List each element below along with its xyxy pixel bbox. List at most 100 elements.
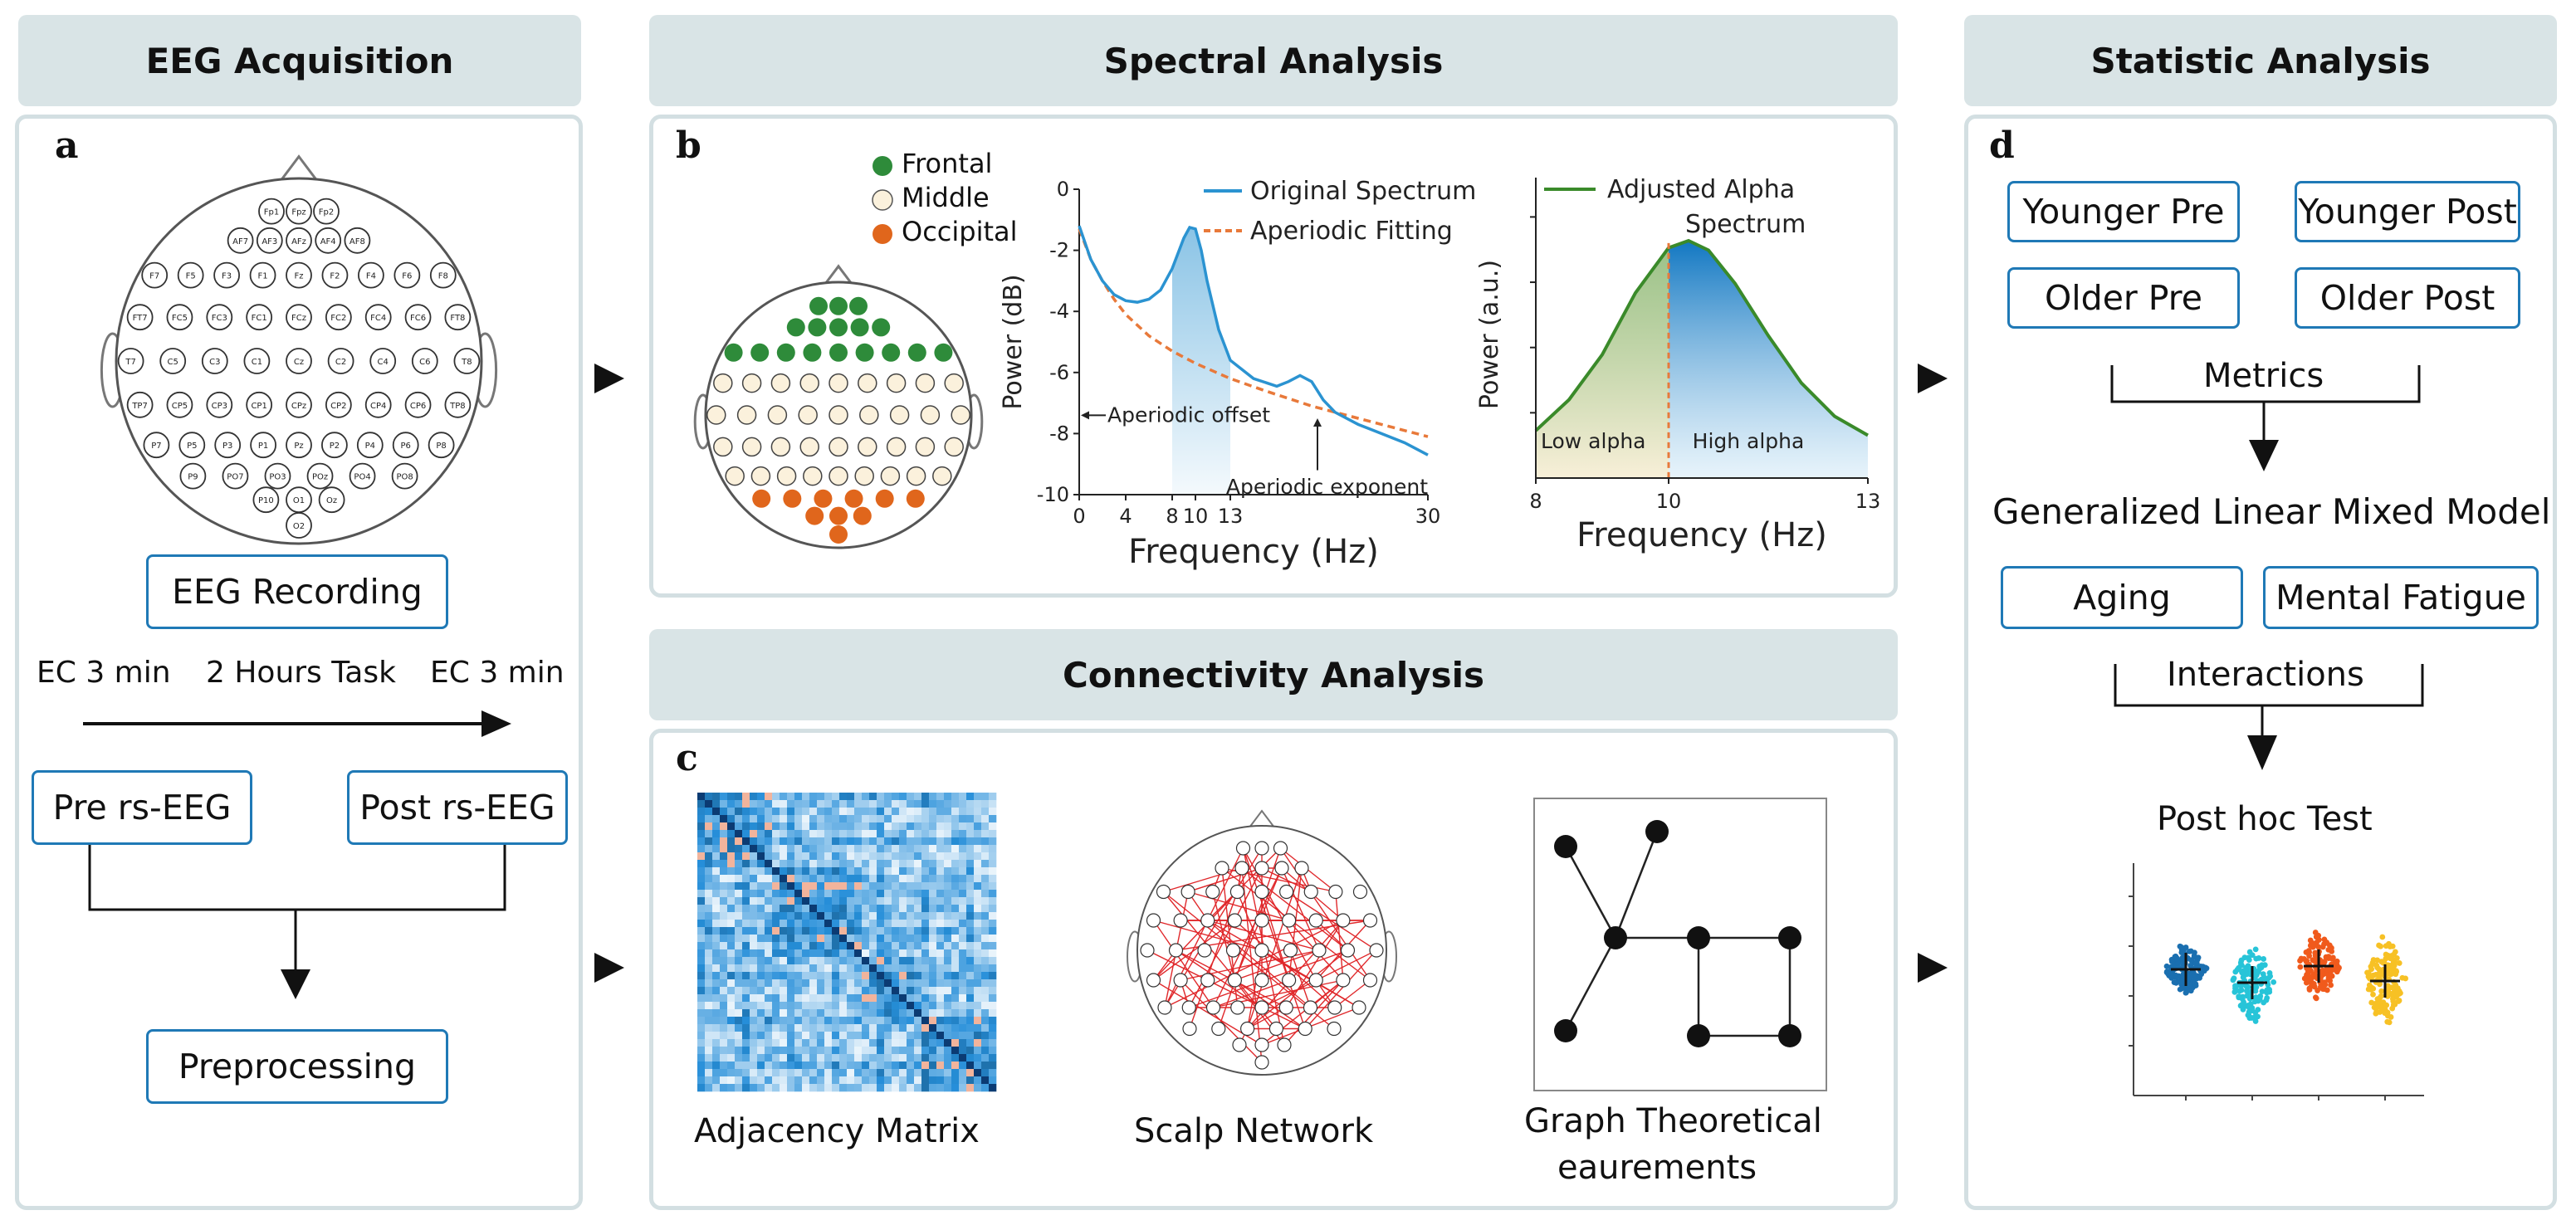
matrix-cell: [817, 852, 825, 861]
matrix-cell: [742, 793, 750, 801]
matrix-cell: [936, 949, 945, 958]
matrix-cell: [974, 1024, 982, 1032]
matrix-cell: [802, 882, 810, 891]
matrix-cell: [959, 912, 967, 920]
matrix-cell: [809, 793, 818, 801]
matrix-cell: [809, 1002, 818, 1010]
electrode-dot: [725, 466, 745, 486]
matrix-cell: [936, 1054, 945, 1062]
matrix-cell: [862, 994, 870, 1003]
matrix-cell: [697, 942, 706, 950]
matrix-cell: [765, 949, 773, 958]
matrix-cell: [832, 882, 840, 891]
matrix-cell: [989, 987, 997, 995]
swarm-point: [2183, 989, 2189, 996]
swarm-point: [2370, 991, 2376, 998]
network-edge: [1152, 920, 1215, 1008]
matrix-cell: [877, 890, 885, 898]
matrix-cell: [802, 890, 810, 898]
matrix-cell: [892, 987, 900, 995]
matrix-cell: [727, 860, 736, 868]
matrix-cell: [809, 830, 818, 838]
matrix-cell: [951, 987, 960, 995]
matrix-cell: [809, 942, 818, 950]
matrix-cell: [735, 1069, 743, 1077]
matrix-cell: [697, 882, 706, 891]
matrix-cell: [794, 897, 803, 905]
network-node: [1336, 913, 1351, 928]
matrix-cell: [936, 935, 945, 943]
matrix-cell: [727, 1002, 736, 1010]
matrix-cell: [742, 964, 750, 973]
matrix-cell: [832, 890, 840, 898]
matrix-cell: [757, 957, 765, 965]
matrix-cell: [735, 1039, 743, 1047]
matrix-cell: [869, 822, 877, 831]
matrix-cell: [854, 994, 863, 1003]
matrix-cell: [780, 830, 788, 838]
matrix-cell: [757, 935, 765, 943]
matrix-cell: [794, 1017, 803, 1025]
matrix-cell: [877, 800, 885, 808]
matrix-cell: [929, 1054, 937, 1062]
matrix-cell: [802, 935, 810, 943]
electrode-label: F1: [257, 272, 267, 281]
electrode-label: CP4: [370, 402, 386, 411]
matrix-cell: [929, 920, 937, 928]
matrix-cell: [705, 1062, 713, 1070]
matrix-cell: [951, 1076, 960, 1085]
matrix-cell: [742, 920, 750, 928]
electrode-marker: [159, 348, 187, 374]
matrix-cell: [750, 994, 758, 1003]
matrix-cell: [824, 890, 833, 898]
electrode-label: P2: [330, 442, 340, 451]
matrix-cell: [914, 949, 922, 958]
matrix-cell: [712, 1032, 721, 1040]
matrix-cell: [877, 1032, 885, 1040]
electrode-dot: [808, 318, 827, 337]
matrix-cell: [735, 942, 743, 950]
matrix-cell: [907, 927, 915, 935]
matrix-cell: [832, 1047, 840, 1055]
matrix-cell: [697, 830, 706, 838]
matrix-cell: [914, 867, 922, 876]
matrix-cell: [914, 987, 922, 995]
matrix-cell: [869, 1084, 877, 1092]
matrix-cell: [712, 957, 721, 965]
matrix-cell: [809, 800, 818, 808]
swarm-point: [2179, 985, 2186, 992]
matrix-cell: [944, 860, 952, 868]
matrix-cell: [944, 1024, 952, 1032]
matrix-cell: [862, 1084, 870, 1092]
matrix-cell: [981, 867, 990, 876]
matrix-cell: [899, 905, 907, 913]
legend-frontal: Frontal: [902, 148, 993, 179]
matrix-cell: [854, 837, 863, 846]
matrix-cell: [727, 852, 736, 861]
electrode-marker: [214, 432, 242, 459]
factor-aging-label: Aging: [2073, 578, 2171, 617]
matrix-cell: [989, 935, 997, 943]
matrix-cell: [839, 1002, 848, 1010]
matrix-cell: [712, 815, 721, 823]
matrix-cell: [705, 927, 713, 935]
exponent-arrowhead: [1313, 418, 1322, 427]
matrix-cell: [697, 867, 706, 876]
network-node: [1282, 973, 1297, 988]
matrix-cell: [727, 808, 736, 816]
matrix-cell: [951, 845, 960, 853]
network-node: [1273, 841, 1288, 856]
matrix-cell: [809, 1039, 818, 1047]
network-edge: [1153, 920, 1263, 951]
matrix-cell: [854, 800, 863, 808]
matrix-cell: [705, 1009, 713, 1018]
matrix-cell: [929, 845, 937, 853]
matrix-cell: [974, 1017, 982, 1025]
group-younger-post: Younger Post: [2295, 181, 2520, 242]
matrix-cell: [787, 927, 795, 935]
matrix-cell: [735, 882, 743, 891]
matrix-cell: [966, 1069, 975, 1077]
matrix-cell: [847, 1039, 855, 1047]
matrix-cell: [839, 822, 848, 831]
swarm-point: [2251, 998, 2258, 1005]
